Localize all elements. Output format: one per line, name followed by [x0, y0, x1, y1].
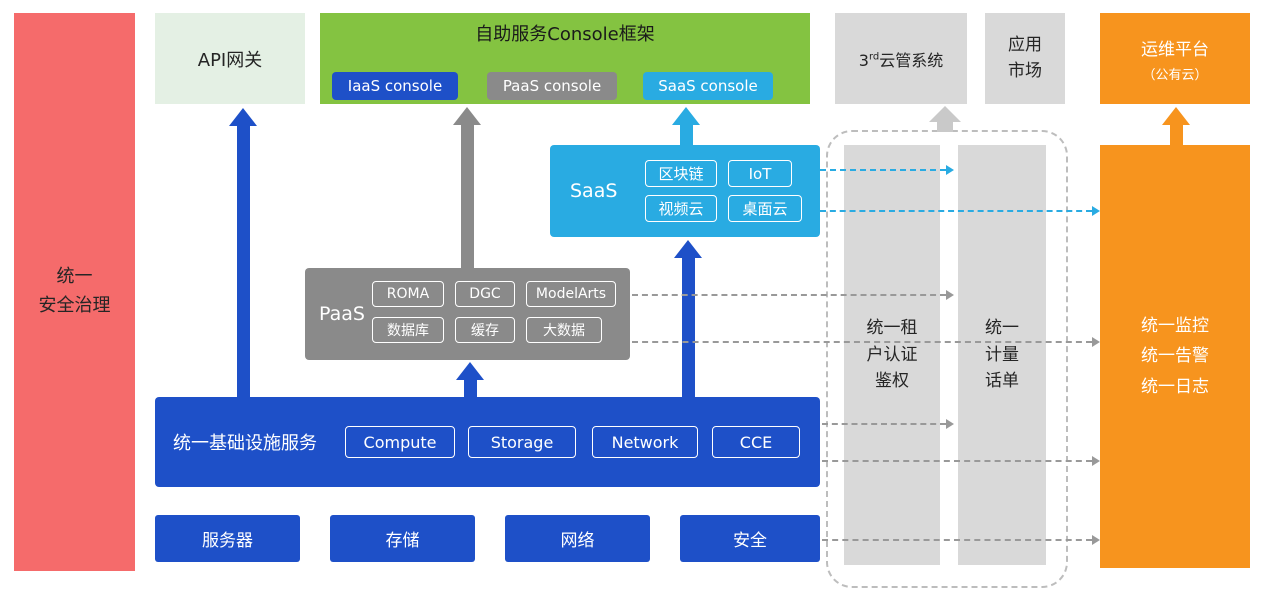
infra-box: 统一基础设施服务 Compute Storage Network CCE [155, 397, 820, 487]
connector-line [822, 460, 1092, 462]
connector-line [820, 210, 1092, 212]
app-market-box: 应用 市场 [985, 13, 1065, 104]
arrowhead [1162, 107, 1190, 125]
saas-box: SaaS 区块链 IoT 视频云 桌面云 [550, 145, 820, 237]
arrow-shaft [937, 122, 953, 132]
arrow-saas-to-console [672, 107, 700, 145]
auth-bar: 统一租 户认证 鉴权 [844, 145, 940, 565]
arrow-infra-to-api [229, 108, 257, 397]
connector-infra-to-monitor [822, 456, 1100, 466]
security-box: 安全 [680, 515, 820, 562]
chip-compute: Compute [345, 426, 455, 458]
chip-cache: 缓存 [455, 317, 515, 343]
infra-label: 统一基础设施服务 [173, 433, 317, 454]
chip-iot: IoT [728, 160, 792, 187]
arrow-shaft [463, 380, 477, 397]
saas-label: SaaS [570, 180, 618, 202]
arrowhead [674, 240, 702, 258]
arrow-shaft [681, 258, 695, 397]
arrowhead [946, 290, 954, 300]
arrowhead [1092, 456, 1100, 466]
arrowhead [1092, 337, 1100, 347]
arrow-shaft [460, 125, 474, 268]
connector-line [632, 341, 1092, 343]
arrowhead [929, 106, 961, 122]
chip-database: 数据库 [372, 317, 444, 343]
arrowhead [229, 108, 257, 126]
om-platform-box: 运维平台 （公有云） [1100, 13, 1250, 104]
connector-line [822, 423, 946, 425]
chip-desktop-cloud: 桌面云 [728, 195, 802, 222]
chip-cce: CCE [712, 426, 800, 458]
paas-box: PaaS ROMA DGC ModelArts 数据库 缓存 大数据 [305, 268, 630, 360]
connector-paas-to-auth [632, 290, 954, 300]
connector-saas-to-monitor [820, 206, 1100, 216]
connector-line [820, 169, 946, 171]
storage-box: 存储 [330, 515, 475, 562]
arrow-infra-to-saas [674, 240, 702, 397]
connector-line [822, 539, 1092, 541]
arrow-monitor-to-om [1162, 107, 1190, 145]
arrowhead [1092, 206, 1100, 216]
om-platform-subtitle: （公有云） [1142, 67, 1208, 83]
arrow-group-to-third-party [929, 106, 961, 132]
chip-blockchain: 区块链 [645, 160, 717, 187]
arrowhead [672, 107, 700, 125]
arrow-paas-to-console [453, 107, 481, 268]
paas-console-button: PaaS console [487, 72, 617, 100]
arrow-shaft [236, 126, 250, 397]
chip-modelarts: ModelArts [526, 281, 616, 307]
connector-resources-to-monitor [822, 535, 1100, 545]
saas-console-button: SaaS console [643, 72, 773, 100]
arrowhead [456, 362, 484, 380]
arrowhead [1092, 535, 1100, 545]
arrowhead [946, 165, 954, 175]
om-platform-title: 运维平台 [1141, 39, 1209, 60]
connector-paas-to-monitor [632, 337, 1100, 347]
third-party-cloud-box: 3rd云管系统 [835, 13, 967, 104]
paas-label: PaaS [319, 303, 365, 325]
chip-dgc: DGC [455, 281, 515, 307]
chip-network: Network [592, 426, 698, 458]
connector-saas-to-auth [820, 165, 954, 175]
arrow-infra-to-paas [456, 362, 484, 397]
connector-line [632, 294, 946, 296]
console-frame-box: 自助服务Console框架 IaaS console PaaS console … [320, 13, 810, 104]
security-governance-bar: 统一 安全治理 [14, 13, 135, 571]
chip-storage: Storage [468, 426, 576, 458]
chip-video-cloud: 视频云 [645, 195, 717, 222]
api-gateway-box: API网关 [155, 13, 305, 104]
arrow-shaft [1169, 125, 1183, 145]
iaas-console-button: IaaS console [332, 72, 458, 100]
server-box: 服务器 [155, 515, 300, 562]
metering-bar: 统一 计量 话单 [958, 145, 1046, 565]
chip-roma: ROMA [372, 281, 444, 307]
arrowhead [946, 419, 954, 429]
network-box: 网络 [505, 515, 650, 562]
connector-infra-to-auth [822, 419, 954, 429]
third-party-cloud-label: 3rd云管系统 [858, 50, 944, 70]
monitor-bar: 统一监控 统一告警 统一日志 [1100, 145, 1250, 568]
arrow-shaft [679, 125, 693, 145]
chip-bigdata: 大数据 [526, 317, 602, 343]
console-frame-title: 自助服务Console框架 [475, 24, 655, 45]
arrowhead [453, 107, 481, 125]
